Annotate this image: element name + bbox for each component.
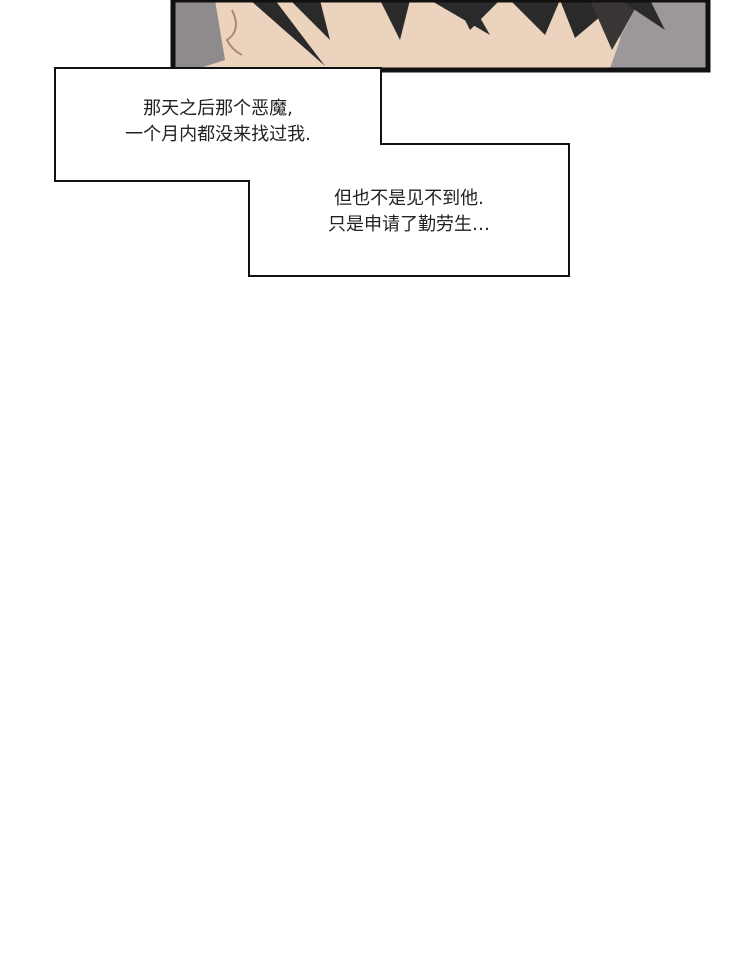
caption-1-line-2: 一个月内都没来找过我. bbox=[125, 124, 311, 145]
caption-box-outline bbox=[54, 67, 570, 277]
caption-1: 那天之后那个恶魔, 一个月内都没来找过我. bbox=[55, 96, 381, 148]
character-face-artwork bbox=[170, 0, 711, 73]
caption-1-line-1: 那天之后那个恶魔, bbox=[143, 98, 293, 119]
caption-2-line-2: 只是申请了勤劳生… bbox=[328, 214, 490, 235]
caption-2: 但也不是见不到他. 只是申请了勤劳生… bbox=[249, 186, 569, 238]
caption-2-line-1: 但也不是见不到他. bbox=[334, 188, 484, 209]
